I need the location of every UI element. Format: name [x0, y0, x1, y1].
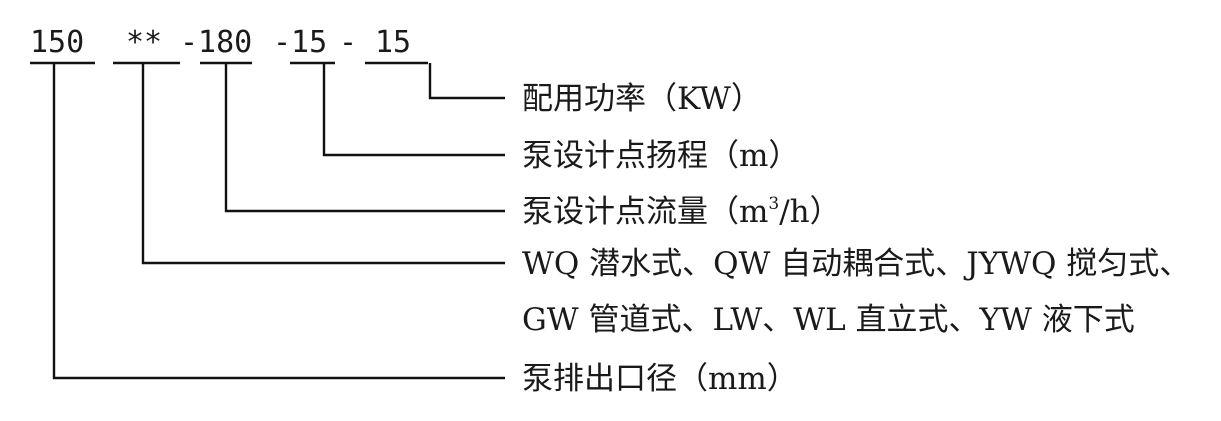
label-type-line2: GW 管道式、LW、WL 直立式、YW 液下式: [522, 302, 1135, 338]
label-power: 配用功率（KW）: [522, 81, 762, 117]
leader-flow: [224, 63, 505, 213]
label-flow-superscript: 3: [768, 194, 779, 214]
leader-head: [322, 63, 505, 157]
code-segment-power: 15: [375, 25, 411, 60]
code-segment-type: **: [126, 25, 162, 60]
label-head: 泵设计点扬程（m）: [522, 138, 799, 174]
leader-power: [428, 63, 505, 100]
label-flow-suffix: /h）: [779, 194, 840, 230]
code-segment-head: -15: [273, 25, 327, 60]
code-segment-dash: -: [339, 25, 357, 60]
label-flow: 泵设计点流量（m3/h）: [522, 194, 841, 230]
label-outlet: 泵排出口径（mm）: [522, 361, 798, 397]
code-segment-outlet: 150: [30, 25, 84, 60]
leader-type: [141, 63, 505, 265]
label-flow-prefix: 泵设计点流量（m: [522, 194, 768, 230]
code-segment-flow: -180: [180, 25, 252, 60]
label-type-line1: WQ 潜水式、QW 自动耦合式、JYWQ 搅匀式、: [522, 246, 1190, 282]
leader-outlet: [52, 63, 505, 380]
